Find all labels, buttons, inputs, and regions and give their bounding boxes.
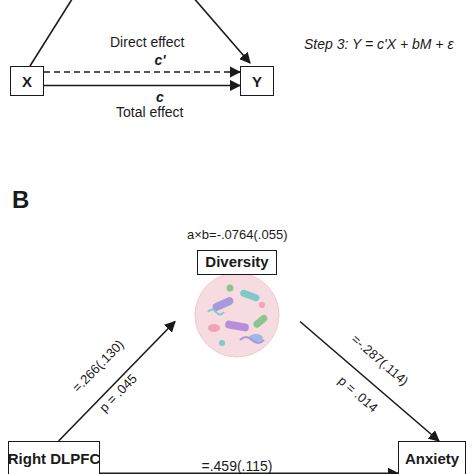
annotation-text: B [12, 186, 29, 214]
edge-label: c' [154, 52, 165, 68]
variable-box: Anxiety [398, 441, 466, 474]
annotation-text: Step 3: Y = c'X + bM + ε [304, 36, 454, 52]
path-arrow [300, 322, 439, 442]
path-arrow [59, 322, 175, 442]
node-label: Diversity [197, 250, 277, 275]
direct-effect-arrow [44, 71, 240, 73]
annotation-text: a×b=-.0764(.055) [187, 227, 287, 242]
edge-label: c [156, 89, 164, 105]
variable-box: X [10, 66, 44, 96]
edge-label: =.459(.115) [202, 458, 273, 474]
edge-label: =-.287(.114) [349, 331, 412, 388]
node-label: Y [252, 73, 262, 90]
annotation-text: Direct effect [110, 34, 184, 50]
node-label: Right DLPFC [8, 450, 100, 467]
microbe-illustration [195, 273, 279, 357]
variable-box: Y [240, 66, 274, 96]
path-arrow [192, 0, 250, 63]
node-label: X [22, 73, 32, 90]
path-arrow [44, 85, 240, 87]
variable-box: Right DLPFC [8, 441, 100, 474]
path-line [30, 0, 74, 66]
annotation-text: Total effect [116, 104, 183, 120]
annotation-text: p = .014 [335, 373, 381, 415]
node-label: Anxiety [405, 450, 459, 467]
annotation-text: p = .045 [96, 371, 140, 415]
mediator-node: Diversity [175, 250, 300, 360]
